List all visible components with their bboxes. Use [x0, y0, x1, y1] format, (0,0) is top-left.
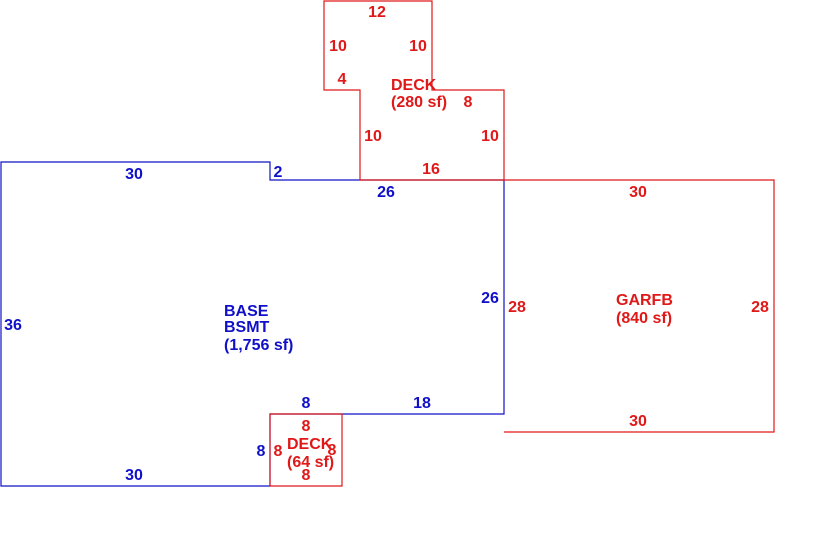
deck-top-dim-right-lower: 10: [481, 128, 499, 145]
base-dim-bottom-left: 30: [125, 467, 143, 484]
base-dim-step: 2: [274, 164, 283, 181]
deck-top-label-area: (280 sf): [391, 94, 447, 111]
base-dim-notch-right: 18: [413, 395, 431, 412]
garage-dim-bottom: 30: [629, 413, 647, 430]
base-dim-right: 26: [481, 290, 499, 307]
base-dim-left: 36: [4, 317, 22, 334]
deck-top-dim-right-upper: 10: [409, 38, 427, 55]
deck-top-dim-right-step: 8: [464, 94, 473, 111]
garage-dim-left: 28: [508, 299, 526, 316]
deck-small-dim-top: 8: [302, 418, 311, 435]
base-outline: [0, 161, 505, 487]
base-label-line-1: BASE: [224, 303, 269, 320]
garage-label-name: GARFB: [616, 292, 673, 309]
garage-dim-right: 28: [751, 299, 769, 316]
deck-small-dim-left: 8: [274, 443, 283, 460]
deck-top-dim-bottom: 16: [422, 161, 440, 178]
deck-top-dim-left-lower: 10: [364, 128, 382, 145]
base-label-line-2: BSMT: [224, 319, 270, 336]
base-dim-notch-side: 8: [257, 443, 266, 460]
deck-small-label-area: (64 sf): [287, 454, 334, 471]
garage-label-area: (840 sf): [616, 310, 672, 327]
deck-small-dim-bottom: 8: [302, 467, 311, 484]
deck-top-dim-left-upper: 10: [329, 38, 347, 55]
deck-top-dim-ledge: 4: [338, 71, 347, 88]
deck-small-label-name: DECK: [287, 436, 333, 453]
base-dim-top-right: 26: [377, 184, 395, 201]
deck-small-outline: [269, 413, 343, 487]
deck-small-dim-right: 8: [328, 442, 337, 459]
base-dim-top-left: 30: [125, 166, 143, 183]
deck-top-label-name: DECK: [391, 77, 437, 94]
garage-dim-top: 30: [629, 184, 647, 201]
base-dim-notch-top: 8: [302, 395, 311, 412]
base-label-line-3: (1,756 sf): [224, 337, 293, 354]
garage-outline: [504, 179, 775, 433]
deck-top-dim-top: 12: [368, 4, 386, 21]
